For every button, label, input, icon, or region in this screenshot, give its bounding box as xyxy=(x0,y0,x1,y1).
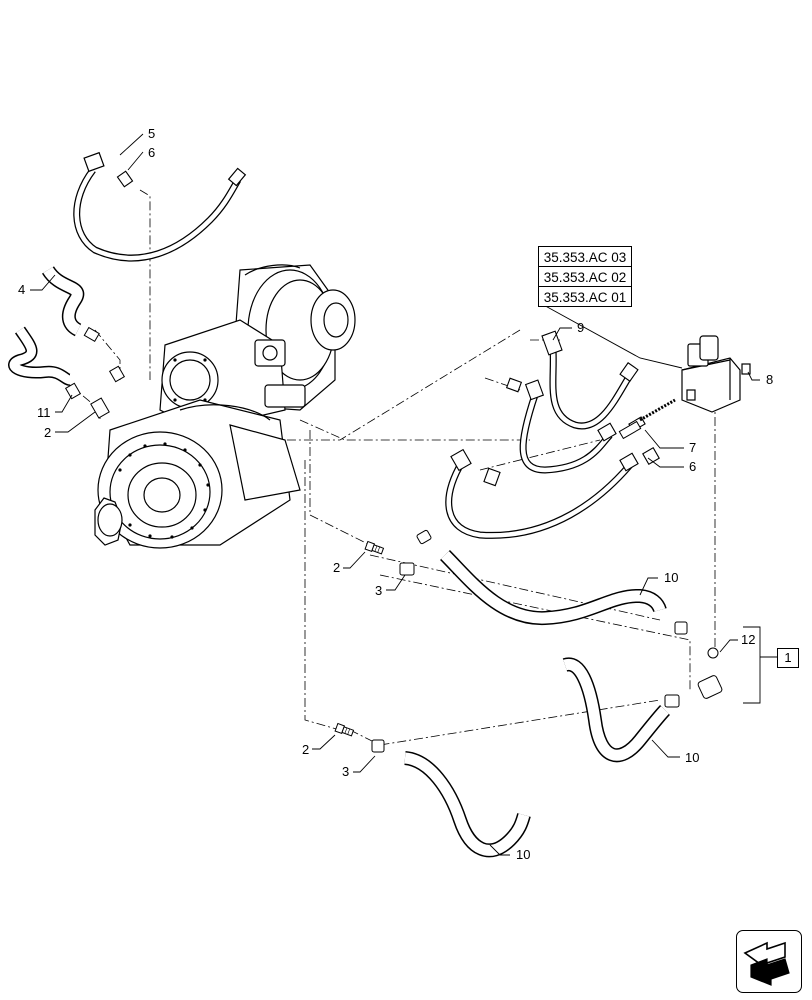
callout-3: 3 xyxy=(375,583,382,598)
group-label-box: 1 xyxy=(777,648,799,668)
callout-11: 11 xyxy=(37,405,51,420)
right-hose-assemblies xyxy=(445,330,676,539)
reference-box[interactable]: 35.353.AC 01 xyxy=(538,286,632,307)
callout-10: 10 xyxy=(685,750,699,765)
callout-10: 10 xyxy=(516,847,530,862)
callout-12: 12 xyxy=(741,632,755,647)
upper-hose-assembly xyxy=(73,151,247,262)
callout-3: 3 xyxy=(342,764,349,779)
next-page-arrow-icon[interactable] xyxy=(736,930,802,993)
callout-numbers: 5 6 4 11 2 9 8 7 6 2 3 10 12 10 2 3 10 xyxy=(18,126,773,862)
callout-4: 4 xyxy=(18,282,25,297)
reference-box[interactable]: 35.353.AC 02 xyxy=(538,266,632,287)
reference-box[interactable]: 35.353.AC 03 xyxy=(538,246,632,267)
fittings xyxy=(334,420,723,753)
callout-10: 10 xyxy=(664,570,678,585)
callout-7: 7 xyxy=(689,440,696,455)
leader-lines xyxy=(30,133,777,856)
callout-8: 8 xyxy=(766,372,773,387)
arrow-icon xyxy=(743,941,790,986)
callout-2: 2 xyxy=(333,560,340,575)
callout-2: 2 xyxy=(302,742,309,757)
callout-5: 5 xyxy=(148,126,155,141)
callout-9: 9 xyxy=(577,320,584,335)
callout-6: 6 xyxy=(148,145,155,160)
callout-6: 6 xyxy=(689,459,696,474)
drive-motor-assembly xyxy=(94,264,356,549)
left-short-hoses xyxy=(8,265,126,419)
valve-block xyxy=(681,335,751,413)
callout-2: 2 xyxy=(44,425,51,440)
return-hoses xyxy=(403,550,671,858)
